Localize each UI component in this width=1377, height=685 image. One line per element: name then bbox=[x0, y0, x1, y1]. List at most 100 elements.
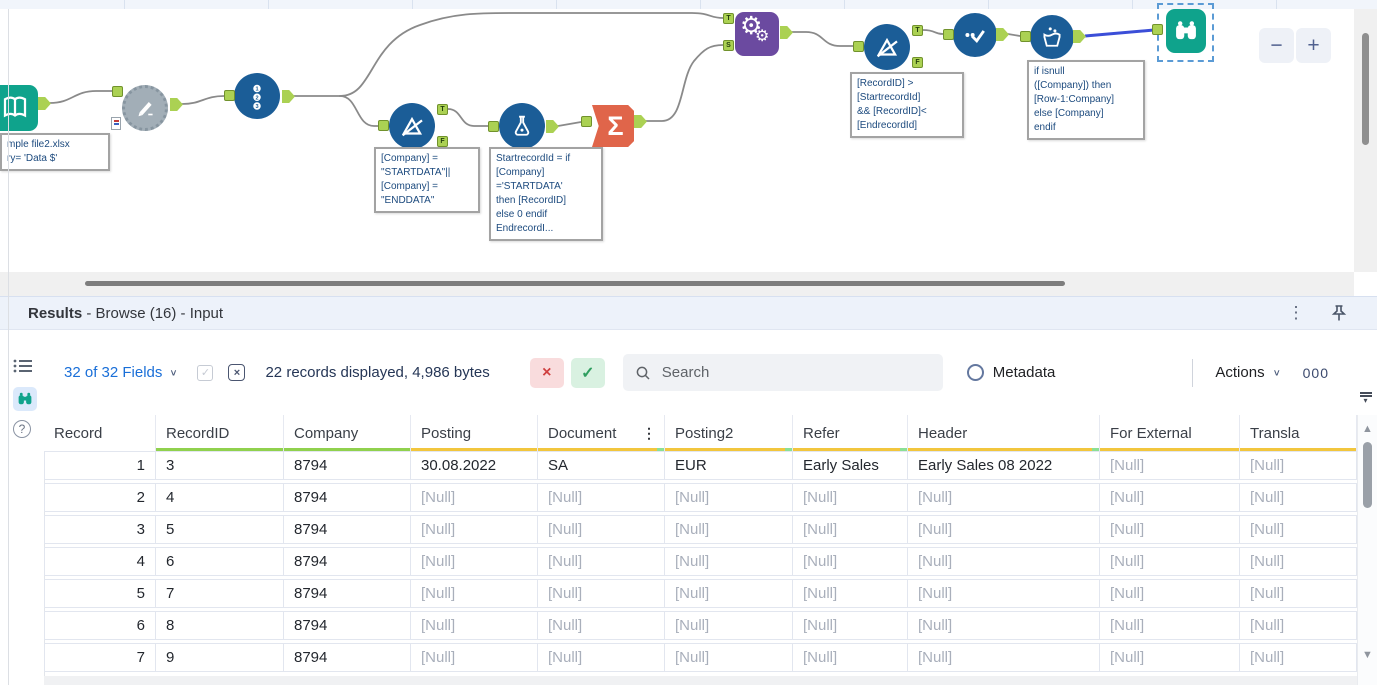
canvas-vertical-scrollbar[interactable] bbox=[1354, 9, 1377, 272]
canvas-horizontal-scrollbar[interactable] bbox=[0, 272, 1354, 296]
table-cell[interactable]: 7 bbox=[156, 579, 284, 608]
wire-multirow-browse-selected[interactable] bbox=[1084, 28, 1155, 38]
table-cell[interactable]: 4 bbox=[156, 483, 284, 512]
formula-tool[interactable] bbox=[499, 103, 545, 149]
table-cell[interactable]: [Null] bbox=[1100, 515, 1240, 544]
cell-viewer-toggle[interactable]: × bbox=[228, 364, 246, 381]
table-cell[interactable]: [Null] bbox=[908, 643, 1100, 672]
canvas-hscroll-thumb[interactable] bbox=[85, 281, 1065, 286]
table-vertical-scrollbar[interactable]: ▲ ▼ bbox=[1357, 415, 1377, 685]
record-number-cell[interactable]: 1 bbox=[44, 451, 156, 480]
column-header-for-external[interactable]: For External bbox=[1100, 415, 1240, 451]
profile-button[interactable]: 000 bbox=[1302, 364, 1329, 381]
append-fields-tool[interactable]: ⚙ ⚙ bbox=[735, 12, 779, 56]
wire-recordid-filter[interactable] bbox=[339, 95, 379, 127]
table-cell[interactable]: [Null] bbox=[665, 483, 793, 512]
multirow-input-anchor[interactable] bbox=[1020, 31, 1031, 42]
formula-input-anchor[interactable] bbox=[488, 121, 499, 132]
formula-annotation[interactable]: StartrecordId = if [Company] ='STARTDATA… bbox=[489, 147, 603, 241]
table-cell[interactable]: [Null] bbox=[538, 547, 665, 576]
table-cell[interactable]: [Null] bbox=[1100, 643, 1240, 672]
table-cell[interactable]: [Null] bbox=[665, 547, 793, 576]
select-tool[interactable] bbox=[953, 13, 997, 57]
filter1-false-anchor[interactable]: F bbox=[437, 136, 448, 147]
apply-filter-button[interactable]: ✓ bbox=[570, 357, 605, 388]
formula-output-anchor[interactable] bbox=[546, 120, 559, 133]
table-cell[interactable]: [Null] bbox=[1240, 483, 1357, 512]
table-cell[interactable]: [Null] bbox=[665, 643, 793, 672]
table-cell[interactable]: [Null] bbox=[1240, 643, 1357, 672]
table-cell[interactable]: EUR bbox=[665, 451, 793, 480]
wire-select-multirow[interactable] bbox=[1007, 33, 1021, 37]
table-cell[interactable]: [Null] bbox=[411, 547, 538, 576]
wire-summarize-append[interactable] bbox=[644, 44, 724, 122]
table-cell[interactable]: 8794 bbox=[284, 643, 411, 672]
table-cell[interactable]: [Null] bbox=[1240, 611, 1357, 640]
record-number-cell[interactable]: 6 bbox=[44, 611, 156, 640]
table-cell[interactable]: [Null] bbox=[793, 515, 908, 544]
column-header-document[interactable]: Document⋮ bbox=[538, 415, 665, 451]
table-cell[interactable]: [Null] bbox=[538, 483, 665, 512]
filter2-true-anchor[interactable]: T bbox=[912, 25, 923, 36]
table-cell[interactable]: [Null] bbox=[1100, 547, 1240, 576]
clear-filter-button[interactable]: × bbox=[529, 357, 564, 388]
browse-view-icon[interactable] bbox=[13, 387, 37, 411]
wire-append-filter2[interactable] bbox=[791, 31, 854, 47]
metadata-radio[interactable] bbox=[966, 364, 984, 381]
wire-input-macro[interactable] bbox=[49, 90, 113, 104]
record-id-tool[interactable]: 1 2 3 bbox=[234, 73, 280, 119]
table-cell[interactable]: [Null] bbox=[411, 579, 538, 608]
input-output-anchor[interactable] bbox=[38, 97, 51, 110]
multirow-annotation[interactable]: if isnull ([Company]) then [Row-1:Compan… bbox=[1027, 60, 1145, 140]
wire-formula-summarize[interactable] bbox=[557, 121, 582, 127]
table-cell[interactable]: [Null] bbox=[538, 643, 665, 672]
table-cell[interactable]: [Null] bbox=[793, 611, 908, 640]
browse-input-anchor[interactable] bbox=[1152, 24, 1163, 35]
macro-input-anchor[interactable] bbox=[112, 86, 123, 97]
pin-icon[interactable] bbox=[1329, 303, 1349, 323]
table-cell[interactable]: [Null] bbox=[665, 611, 793, 640]
table-cell[interactable]: 8794 bbox=[284, 451, 411, 480]
table-cell[interactable]: [Null] bbox=[1240, 579, 1357, 608]
search-box[interactable] bbox=[622, 354, 943, 391]
macro-output-anchor[interactable] bbox=[170, 98, 183, 111]
table-cell[interactable]: [Null] bbox=[538, 579, 665, 608]
filter-tool-2[interactable] bbox=[864, 24, 910, 70]
workflow-canvas[interactable]: mple file2.xlsx ry= 'Data $' 1 2 3 bbox=[0, 3, 1377, 272]
table-cell[interactable]: [Null] bbox=[793, 547, 908, 576]
table-cell[interactable]: 5 bbox=[156, 515, 284, 544]
record-number-cell[interactable]: 5 bbox=[44, 579, 156, 608]
input-annotation[interactable]: mple file2.xlsx ry= 'Data $' bbox=[0, 133, 110, 171]
column-header-recordid[interactable]: RecordID bbox=[156, 415, 284, 451]
table-cell[interactable]: 8 bbox=[156, 611, 284, 640]
filter-tool-1[interactable] bbox=[389, 103, 435, 149]
table-cell[interactable]: Early Sales 08 2022 bbox=[908, 451, 1100, 480]
table-cell[interactable]: [Null] bbox=[1240, 515, 1357, 544]
table-cell[interactable]: 3 bbox=[156, 451, 284, 480]
filter2-annotation[interactable]: [RecordID] > [StartrecordId] && [RecordI… bbox=[850, 72, 964, 138]
table-cell[interactable]: [Null] bbox=[1240, 451, 1357, 480]
filter1-true-anchor[interactable]: T bbox=[437, 104, 448, 115]
table-cell[interactable]: [Null] bbox=[538, 611, 665, 640]
fields-dropdown[interactable]: 32 of 32 Fields ∨ bbox=[64, 364, 177, 381]
table-cell[interactable]: [Null] bbox=[665, 579, 793, 608]
summarize-tool[interactable]: Σ bbox=[592, 105, 634, 147]
table-cell[interactable]: [Null] bbox=[411, 483, 538, 512]
column-header-posting[interactable]: Posting bbox=[411, 415, 538, 451]
scroll-up-icon[interactable]: ▲ bbox=[1362, 423, 1373, 435]
table-cell[interactable]: [Null] bbox=[1240, 547, 1357, 576]
wire-filter2-select[interactable] bbox=[922, 29, 944, 35]
table-cell[interactable]: 30.08.2022 bbox=[411, 451, 538, 480]
zoom-in-button[interactable]: + bbox=[1296, 28, 1331, 63]
table-cell[interactable]: [Null] bbox=[411, 611, 538, 640]
canvas-vscroll-thumb[interactable] bbox=[1362, 33, 1369, 145]
record-number-cell[interactable]: 3 bbox=[44, 515, 156, 544]
table-cell[interactable]: 6 bbox=[156, 547, 284, 576]
table-cell[interactable]: [Null] bbox=[793, 579, 908, 608]
results-menu-icon[interactable]: ⋮ bbox=[1287, 303, 1305, 322]
table-cell[interactable]: [Null] bbox=[538, 515, 665, 544]
wire-macro-recordid[interactable] bbox=[181, 95, 225, 105]
summarize-output-anchor[interactable] bbox=[634, 115, 647, 128]
apply-data-manipulations-checkbox[interactable]: ✓ bbox=[197, 364, 214, 381]
table-cell[interactable]: [Null] bbox=[1100, 451, 1240, 480]
